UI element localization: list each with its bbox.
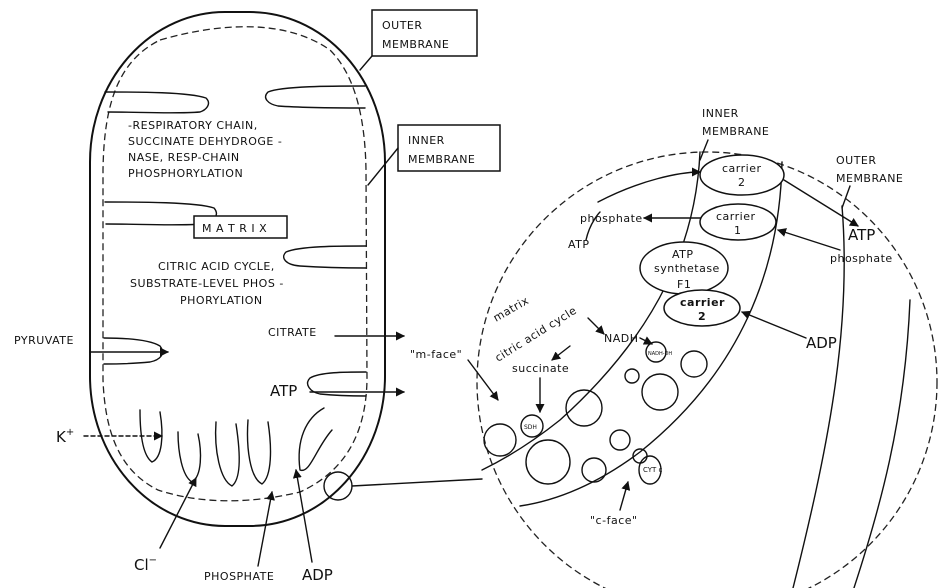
nadh-arrow [588, 318, 604, 334]
citrate-label: CITRATE [268, 326, 317, 339]
membrane-detail: carrier 2 carrier 1 ATP synthetase F1 ca… [410, 107, 937, 588]
carrier-top-label: carrier [722, 162, 762, 175]
nadh-dh-label: NADH-DH [648, 351, 672, 357]
carrier-mid-num: 1 [734, 224, 742, 237]
carrier-top-shape [700, 155, 784, 195]
mitochondrion: OUTER MEMBRANE INNER MEMBRANE -RESPIRATO… [14, 10, 500, 584]
cyt-label: CYT c [643, 466, 663, 474]
respiratory-text-2: SUCCINATE DEHYDROGE - [128, 135, 282, 148]
outer-membrane-pointer [360, 56, 372, 70]
pyruvate-label: PYRUVATE [14, 334, 74, 347]
matrix-right-label: matrix [491, 294, 531, 325]
outer-membrane-right-pointer [842, 186, 850, 208]
carrier-mid-label: carrier [716, 210, 756, 223]
m-face-arrow [468, 360, 498, 400]
synthetase-label-1: ATP [672, 248, 694, 261]
matrix-label: M A T R I X [202, 222, 267, 235]
atp-out-arrow [784, 180, 858, 226]
inner-membrane-right-2: MEMBRANE [702, 125, 769, 138]
phosphate-out-label: phosphate [830, 252, 893, 265]
succinate-label: succinate [512, 362, 569, 375]
sdh-label: SDH [524, 424, 537, 431]
atp-loop-arrow [598, 172, 700, 202]
f1-particle [324, 472, 352, 500]
adp-left-label: ADP [302, 566, 333, 584]
citric-text-3: PHORYLATION [180, 294, 263, 307]
cl-label: Cl− [134, 555, 157, 574]
adp-right-label: ADP [806, 334, 837, 352]
m-face-label: "m-face" [410, 348, 462, 361]
cl-arrow [160, 478, 196, 548]
citric-text-1: CITRIC ACID CYCLE, [158, 260, 275, 273]
synthetase-label-3: F1 [677, 278, 691, 291]
respiratory-text-4: PHOSPHORYLATION [128, 167, 243, 180]
phosphate-arrow [258, 492, 272, 566]
phosphate-out-arrow [778, 230, 840, 250]
adp-right-arrow [742, 312, 806, 338]
phosphate-in-label: phosphate [580, 212, 643, 225]
cycle-arrow [552, 346, 570, 360]
synthetase-label-2: synthetase [654, 262, 720, 275]
c-face-label: "c-face" [590, 514, 638, 527]
outer-membrane-band-2 [850, 300, 910, 588]
connector-line [352, 479, 482, 486]
phosphate-label: PHOSPHATE [204, 570, 274, 583]
inner-membrane-label-2: MEMBRANE [408, 153, 475, 166]
inner-membrane-right-pointer [700, 140, 708, 160]
respiratory-text-3: NASE, RESP-CHAIN [128, 151, 240, 164]
carrier-top-num: 2 [738, 176, 746, 189]
outer-membrane-label-1: OUTER [382, 19, 423, 32]
carrier-low-label: carrier [680, 296, 725, 309]
inner-membrane-label-1: INNER [408, 134, 445, 147]
outer-membrane-right-1: OUTER [836, 154, 877, 167]
outer-membrane-label-2: MEMBRANE [382, 38, 449, 51]
outer-membrane-right-2: MEMBRANE [836, 172, 903, 185]
respiratory-text-1: -RESPIRATORY CHAIN, [128, 119, 258, 132]
c-face-arrow [620, 482, 628, 510]
citric-text-2: SUBSTRATE-LEVEL PHOS - [130, 277, 284, 290]
k-label: K+ [56, 427, 74, 446]
carrier-low-num: 2 [698, 310, 706, 323]
atp-left-label: ATP [270, 382, 297, 400]
atp-out-label: ATP [848, 226, 875, 244]
inner-membrane-pointer [368, 148, 398, 185]
inner-membrane-right-1: INNER [702, 107, 739, 120]
nadh-label: NADH [604, 332, 639, 345]
